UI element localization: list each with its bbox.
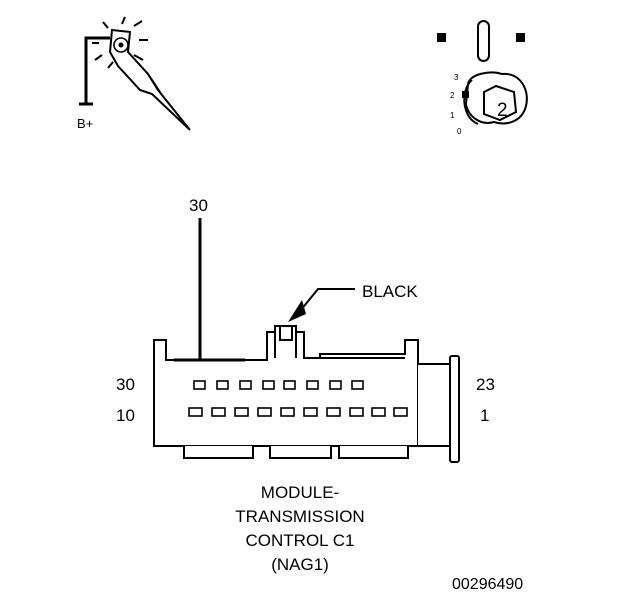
row-label-top-left: 30: [116, 375, 135, 394]
cavity: [371, 407, 386, 417]
caption-line-2: TRANSMISSION: [235, 507, 364, 526]
cavity-1: [393, 407, 408, 417]
cavity: [349, 407, 364, 417]
b-plus-label: B+: [77, 116, 93, 131]
cavity-30: [193, 380, 206, 390]
cavity-10: [188, 407, 203, 417]
cavity: [216, 380, 229, 390]
cavity-23: [351, 380, 364, 390]
cavity: [257, 407, 272, 417]
cavity: [329, 380, 342, 390]
caption-line-4: (NAG1): [271, 555, 329, 574]
row-label-bottom-right: 1: [480, 406, 489, 425]
cavity: [280, 407, 295, 417]
wire-cavity-label: 30: [189, 196, 208, 215]
cavity: [239, 380, 252, 390]
connector-color-label: BLACK: [362, 282, 418, 301]
cavity: [306, 380, 319, 390]
cavity: [326, 407, 341, 417]
cavity: [234, 407, 249, 417]
row-label-bottom-left: 10: [116, 406, 135, 425]
cavity: [283, 380, 296, 390]
ignition-key-icon: [437, 20, 525, 62]
ignition-position-2: 2: [450, 91, 455, 100]
figure-id: 00296490: [452, 576, 523, 593]
ignition-selected-position: 2: [497, 100, 508, 121]
row-label-top-right: 23: [476, 375, 495, 394]
ignition-switch-icon: [462, 71, 528, 125]
cavity-row-top: [193, 380, 364, 390]
caption-line-1: MODULE-: [261, 483, 339, 502]
caption-line-3: CONTROL C1: [246, 531, 355, 550]
ignition-position-3: 3: [454, 73, 459, 82]
cavity: [303, 407, 318, 417]
ignition-position-0: 0: [457, 127, 462, 136]
ignition-position-1: 1: [450, 111, 455, 120]
cavity: [262, 380, 275, 390]
cavity-row-bottom: [188, 407, 408, 417]
cavity: [211, 407, 226, 417]
test-light-icon: [79, 16, 191, 131]
